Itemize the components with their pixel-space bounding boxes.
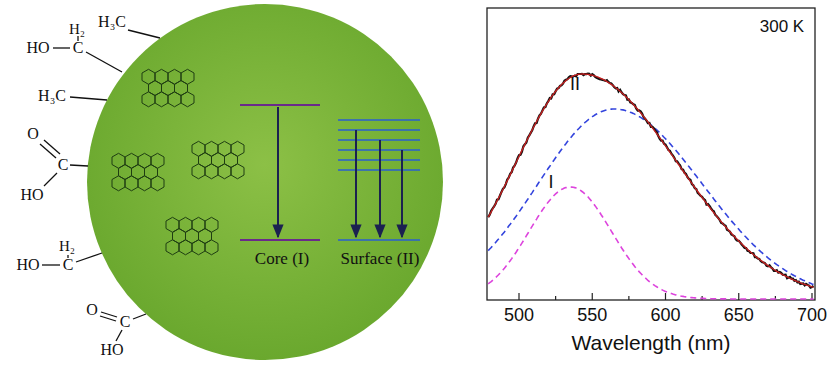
- band-label: II: [570, 75, 580, 93]
- level-label: Surface (II): [341, 250, 420, 267]
- chemical-group: H₂: [59, 239, 75, 254]
- graphene-core: [112, 69, 244, 255]
- carbon-dot: [87, 4, 443, 360]
- chemical-group: H₃C: [38, 88, 66, 104]
- level-label: Core (I): [255, 250, 309, 267]
- band-label: I: [548, 173, 553, 191]
- chemical-group: H₃C: [98, 14, 126, 30]
- fit-band-i: [488, 187, 813, 299]
- fit-band-ii: [488, 109, 813, 284]
- tick-label: 600: [650, 306, 680, 324]
- chemical-group: HO: [26, 40, 49, 56]
- axis-title: Wavelength (nm): [571, 332, 730, 353]
- tick-label: 550: [577, 306, 607, 324]
- chemical-group: O: [27, 126, 39, 142]
- plot-frame: [487, 8, 815, 300]
- chemical-group: C: [58, 157, 69, 173]
- chemical-group: HO: [100, 342, 123, 358]
- tick-label: 500: [504, 306, 534, 324]
- tick-label: 650: [724, 306, 754, 324]
- total-fit: [488, 74, 813, 287]
- axis-ticks: [519, 293, 812, 300]
- surface-bonds: [40, 30, 160, 341]
- chemical-group: O: [86, 302, 98, 318]
- chemical-group: HO: [20, 187, 43, 203]
- chemical-group: C: [73, 40, 84, 56]
- energy-levels: [240, 105, 420, 240]
- chemical-group: H₂: [69, 22, 85, 37]
- chemical-group: C: [120, 314, 131, 330]
- tick-label: 700: [797, 306, 827, 324]
- chemical-group: C: [63, 257, 74, 273]
- pl-spectrum: [488, 74, 813, 288]
- temperature-label: 300 K: [760, 18, 804, 35]
- chemical-group: HO: [16, 257, 39, 273]
